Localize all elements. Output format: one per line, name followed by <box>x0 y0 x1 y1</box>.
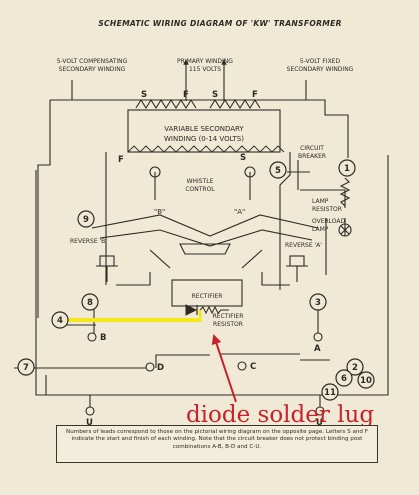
terminal-3: 3 <box>315 298 321 308</box>
diagram-title: SCHEMATIC WIRING DIAGRAM OF 'KW' TRANSFO… <box>98 19 341 28</box>
circuit-breaker-label-1: CIRCUIT <box>300 145 324 152</box>
terminal-10: 10 <box>360 376 372 386</box>
post-c: C <box>250 362 256 372</box>
comp-winding-label-2: SECONDARY WINDING <box>59 66 126 73</box>
footnote-text: Numbers of leads correspond to those on … <box>66 429 368 450</box>
rectifier-resistor-label-1: RECTIFIER <box>213 313 244 320</box>
tap-f-mid: F <box>252 90 258 100</box>
lamp-resistor-symbol <box>338 177 352 237</box>
binding-posts <box>85 332 325 416</box>
whistle-control-label-2: CONTROL <box>185 186 215 193</box>
circuit-breaker-label-2: BREAKER <box>298 153 326 160</box>
terminal-4: 4 <box>57 316 63 326</box>
overload-lamp-label-2: LAMP <box>312 226 329 233</box>
lamp-resistor-label-2: RESISTOR <box>312 206 342 213</box>
reverse-b-label: REVERSE 'B' <box>70 238 107 245</box>
reverse-a-label: REVERSE 'A' <box>285 242 322 249</box>
whistle-control-symbol <box>149 166 256 200</box>
terminal-7: 7 <box>23 363 29 373</box>
variable-winding-label-1: VARIABLE SECONDARY <box>164 125 244 133</box>
whistle-control-label-1: WHISTLE <box>187 178 214 185</box>
terminal-circles <box>17 159 375 401</box>
handle-b-label: "B" <box>154 208 165 216</box>
primary-winding-label-1: PRIMARY WINDING <box>177 58 233 65</box>
primary-winding-label-2: 115 VOLTS <box>189 66 221 73</box>
lamp-resistor-label-1: LAMP <box>312 198 329 205</box>
callout-arrow <box>211 334 237 403</box>
post-a: A <box>314 344 321 354</box>
post-u-left: U <box>86 418 93 428</box>
callout-text: diode solder lug <box>186 402 374 428</box>
fixed-winding-label-2: SECONDARY WINDING <box>287 66 354 73</box>
terminal-11: 11 <box>324 388 336 398</box>
terminal-2: 2 <box>352 363 358 373</box>
rectifier-block: RECTIFIER RECTIFIER RESISTOR <box>171 279 244 328</box>
main-wiring <box>14 80 389 408</box>
tap-s-right: S <box>240 153 246 163</box>
handle-a-label: "A" <box>234 208 245 216</box>
variable-winding-block: VARIABLE SECONDARY WINDING (0-14 VOLTS) <box>127 109 285 153</box>
terminal-6: 6 <box>341 374 347 384</box>
post-b: B <box>100 333 106 343</box>
tap-s-mid: S <box>212 90 218 100</box>
post-d: D <box>157 363 164 373</box>
tap-f-left: F <box>183 90 189 100</box>
terminal-8: 8 <box>87 298 93 308</box>
tap-s-left: S <box>141 90 147 100</box>
footnote-box: Numbers of leads correspond to those on … <box>56 425 378 463</box>
primary-coils <box>132 98 266 110</box>
terminal-5: 5 <box>275 166 281 176</box>
reverse-units <box>91 214 319 286</box>
overload-lamp-label-1: OVERLOAD <box>312 218 346 225</box>
tap-f-side: F <box>118 155 124 165</box>
primary-input-arrows <box>183 59 227 101</box>
terminal-9: 9 <box>83 215 89 225</box>
circuit-breaker-symbol <box>287 160 310 190</box>
rectifier-label: RECTIFIER <box>192 293 223 300</box>
comp-winding-label-1: 5-VOLT COMPENSATING <box>57 58 128 65</box>
fixed-winding-label-1: 5-VOLT FIXED <box>300 58 341 65</box>
post-u-right: U <box>316 418 323 428</box>
terminal-1: 1 <box>344 164 350 174</box>
rectifier-resistor-label-2: RESISTOR <box>213 321 243 328</box>
variable-winding-label-2: WINDING (0-14 VOLTS) <box>164 135 244 143</box>
